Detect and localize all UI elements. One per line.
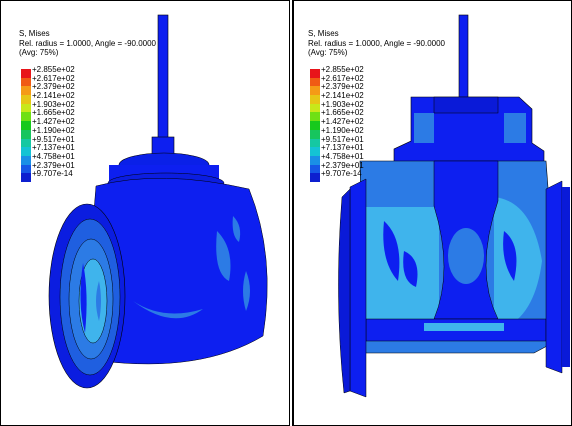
bore-opening: [78, 258, 108, 344]
legend-swatch: [310, 164, 320, 174]
legend-value: +7.137e+01: [32, 143, 75, 153]
legend-swatch: [21, 121, 31, 130]
legend-swatch: [310, 103, 320, 113]
legend-swatch: [21, 164, 31, 174]
legend-value: +9.707e-14: [321, 169, 362, 179]
stress-patch: [504, 113, 526, 143]
legend-swatch: [21, 69, 31, 78]
legend-swatch: [310, 138, 320, 148]
legend-value: +4.758e+01: [321, 151, 364, 161]
valve-stem: [157, 14, 169, 156]
legend-value: +2.141e+02: [321, 91, 364, 101]
legend-value: +1.427e+02: [321, 117, 364, 127]
legend-value: +1.665e+02: [321, 108, 364, 118]
legend-value: +9.517e+01: [32, 134, 75, 144]
field-output-label: S, Mises: [308, 29, 339, 38]
viewport-right[interactable]: S, Mises Rel. radius = 1.0000, Angle = -…: [292, 0, 572, 426]
legend-swatch: [21, 138, 31, 148]
stress-patch: [403, 251, 418, 287]
view-cut-label: Rel. radius = 1.0000, Angle = -90.0000: [308, 38, 445, 48]
legend-swatch: [310, 69, 320, 78]
legend-swatch: [21, 155, 31, 165]
legend-swatch: [21, 129, 31, 139]
legend-value: +2.617e+02: [321, 73, 364, 83]
stress-patch: [383, 221, 400, 281]
legend-value: +1.665e+02: [32, 108, 75, 118]
legend-swatch: [310, 112, 320, 122]
averaging-label: (Avg: 75%): [19, 48, 59, 57]
stress-patch: [80, 263, 87, 333]
legend-swatch: [21, 173, 31, 182]
legend-value: +1.427e+02: [32, 117, 75, 127]
legend-value: +2.379e+02: [32, 82, 75, 92]
legend-swatch: [310, 129, 320, 139]
viewport-left[interactable]: S, Mises Rel. radius = 1.0000, Angle = -…: [0, 0, 290, 426]
result-header: S, Mises Rel. radius = 1.0000, Angle = -…: [19, 29, 156, 58]
stem-collar: [151, 136, 175, 156]
stress-patch: [96, 281, 101, 321]
seat-detail: [424, 323, 504, 331]
legend-value: +1.190e+02: [321, 125, 364, 135]
legend-swatch: [21, 103, 31, 113]
flange-face: [338, 188, 351, 394]
legend-swatch: [310, 86, 320, 96]
legend-value: +2.855e+02: [32, 65, 75, 74]
legend-value: +2.379e+01: [321, 160, 364, 170]
legend-swatch: [310, 173, 320, 182]
legend-value: +7.137e+01: [321, 143, 364, 153]
view-cut-label: Rel. radius = 1.0000, Angle = -90.0000: [19, 38, 156, 48]
stress-patch: [503, 231, 517, 281]
legend-value: +2.379e+02: [321, 82, 364, 92]
field-output-label: S, Mises: [19, 29, 50, 38]
legend-value: +1.903e+02: [32, 99, 75, 109]
valve-model-section[interactable]: [294, 1, 572, 426]
averaging-label: (Avg: 75%): [308, 48, 348, 57]
legend-value: +2.141e+02: [32, 91, 75, 101]
inlet-flange-section: [349, 178, 367, 398]
inner-bore: [366, 207, 439, 331]
legend-swatch: [310, 77, 320, 87]
legend-value: +9.707e-14: [32, 169, 73, 179]
legend-swatch: [21, 112, 31, 122]
legend-value: +4.758e+01: [32, 151, 75, 161]
valve-model-full[interactable]: [1, 1, 290, 426]
legend-swatch: [21, 147, 31, 156]
stress-patch: [133, 301, 203, 319]
legend-swatch: [310, 147, 320, 156]
stress-patch: [414, 113, 434, 143]
legend-swatch: [310, 155, 320, 165]
legend-swatch: [21, 77, 31, 87]
legend-value: +1.190e+02: [32, 125, 75, 135]
stress-patch: [216, 231, 231, 281]
stress-patch: [243, 271, 250, 311]
legend-value: +1.903e+02: [321, 99, 364, 109]
outlet-flange-section: [545, 180, 563, 374]
inner-bore: [494, 197, 542, 331]
legend-swatch: [310, 121, 320, 130]
legend-value: +2.617e+02: [32, 73, 75, 83]
legend-value: +9.517e+01: [321, 134, 364, 144]
bonnet-cap: [433, 96, 499, 114]
legend-value: +2.855e+02: [321, 65, 364, 74]
stress-patch: [232, 216, 241, 242]
result-header: S, Mises Rel. radius = 1.0000, Angle = -…: [308, 29, 445, 58]
stress-patch: [448, 228, 484, 284]
legend-swatch: [310, 95, 320, 104]
legend-value: +2.379e+01: [32, 160, 75, 170]
legend-swatch: [21, 95, 31, 104]
legend-swatch: [21, 86, 31, 96]
outlet-face: [562, 187, 570, 367]
